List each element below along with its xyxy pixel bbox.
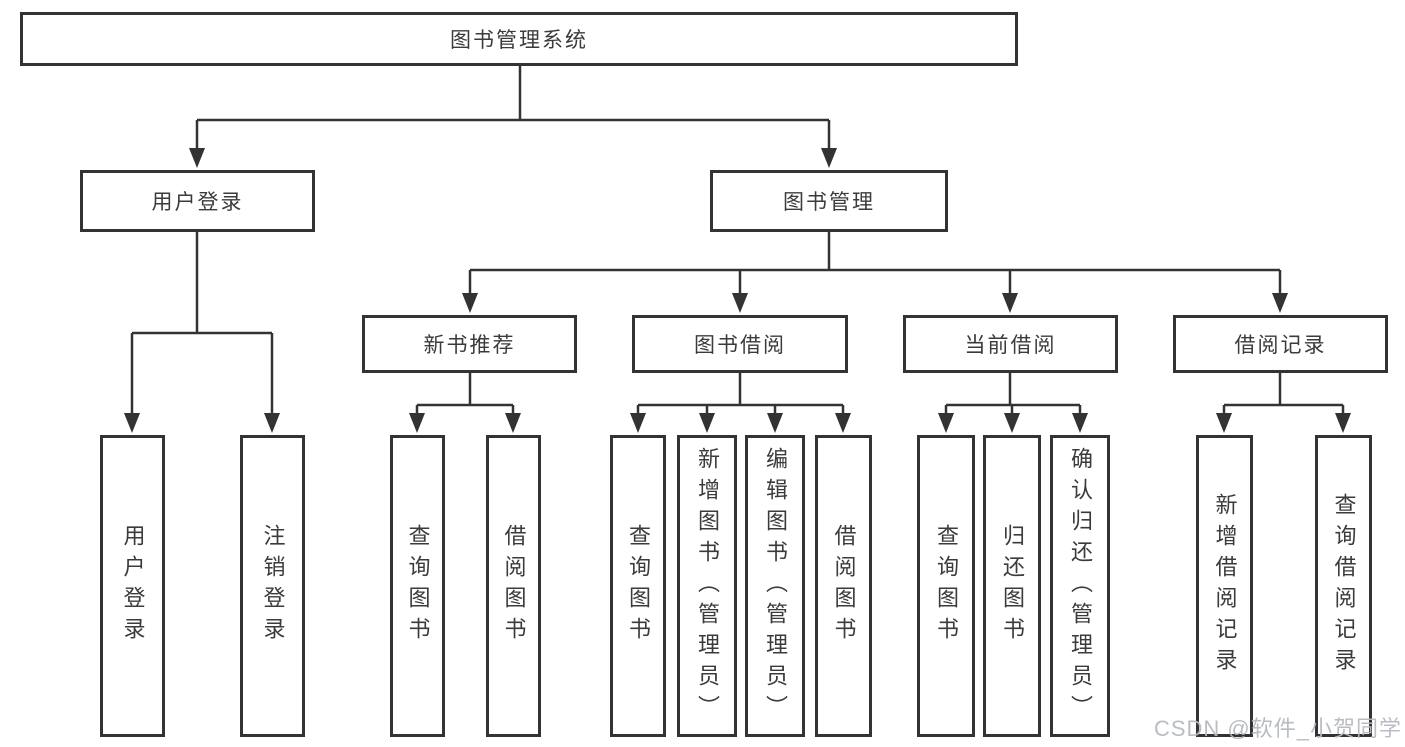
- node-current-borrow: 当前借阅: [903, 315, 1118, 373]
- leaf-query-borrow-record: 查询借阅记录: [1315, 435, 1372, 737]
- node-book-borrow: 图书借阅: [632, 315, 848, 373]
- arrow-down-icon: [732, 293, 748, 313]
- leaf-query-books-3: 查询图书: [917, 435, 975, 737]
- arrow-down-icon: [462, 293, 478, 313]
- csdn-watermark: CSDN @软件_小贺同学: [1153, 716, 1402, 741]
- leaf-return-books: 归还图书: [983, 435, 1041, 737]
- arrowheads: [124, 148, 1351, 433]
- tree-edges: [130, 66, 1345, 415]
- leaf-edit-books-admin: 编辑图书（管理员）: [745, 435, 805, 737]
- leaf-add-books-admin: 新增图书（管理员）: [677, 435, 737, 737]
- arrow-down-icon: [264, 413, 280, 433]
- leaf-add-borrow-record: 新增借阅记录: [1196, 435, 1253, 737]
- leaf-borrow-books-1: 借阅图书: [486, 435, 541, 737]
- arrow-down-icon: [1335, 413, 1351, 433]
- node-borrow-records: 借阅记录: [1173, 315, 1388, 373]
- arrow-down-icon: [1272, 293, 1288, 313]
- arrow-down-icon: [1002, 293, 1018, 313]
- leaf-query-books-2: 查询图书: [610, 435, 666, 737]
- node-system-root: 图书管理系统: [20, 12, 1018, 66]
- arrow-down-icon: [1072, 413, 1088, 433]
- arrow-down-icon: [938, 413, 954, 433]
- arrow-down-icon: [835, 413, 851, 433]
- arrow-down-icon: [767, 413, 783, 433]
- leaf-borrow-books-2: 借阅图书: [815, 435, 872, 737]
- arrow-down-icon: [1216, 413, 1232, 433]
- node-book-management: 图书管理: [710, 170, 948, 232]
- arrow-down-icon: [124, 413, 140, 433]
- arrow-down-icon: [1004, 413, 1020, 433]
- node-user-login: 用户登录: [80, 170, 315, 232]
- leaf-confirm-return-admin: 确认归还（管理员）: [1050, 435, 1110, 737]
- arrow-down-icon: [409, 413, 425, 433]
- arrow-down-icon: [189, 148, 205, 168]
- leaf-query-books-1: 查询图书: [390, 435, 445, 737]
- arrow-down-icon: [630, 413, 646, 433]
- leaf-user-login: 用户登录: [100, 435, 165, 737]
- arrow-down-icon: [821, 148, 837, 168]
- arrow-down-icon: [505, 413, 521, 433]
- leaf-logout: 注销登录: [240, 435, 305, 737]
- node-new-book-recommend: 新书推荐: [362, 315, 577, 373]
- arrow-down-icon: [699, 413, 715, 433]
